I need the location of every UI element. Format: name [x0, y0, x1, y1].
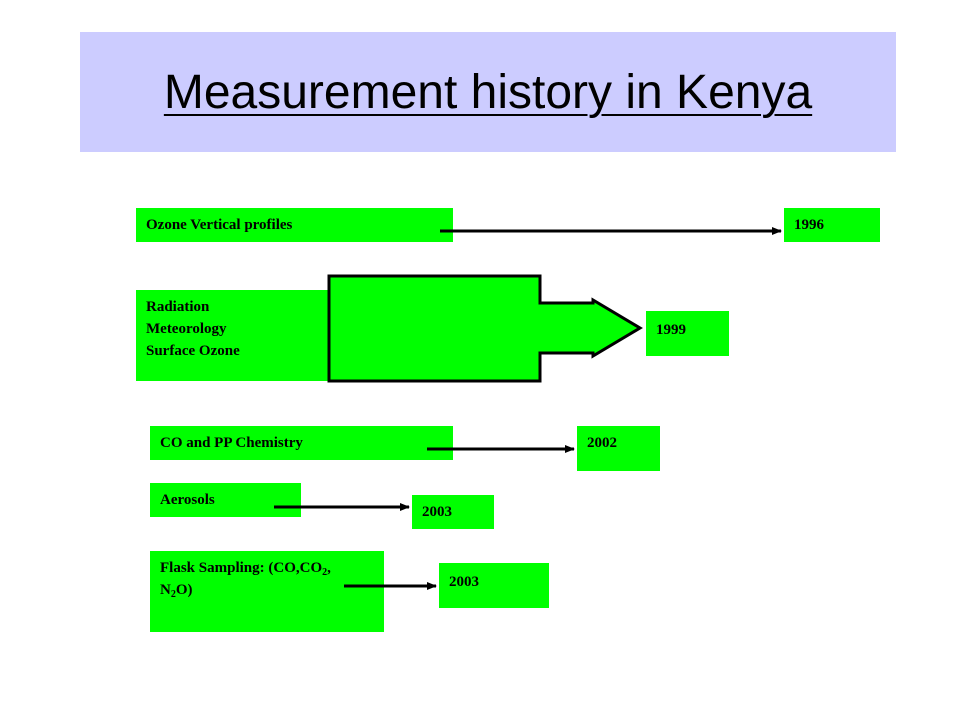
surface-ozone-label: Surface Ozone — [146, 343, 240, 359]
aerosols-box: Aerosols — [150, 483, 301, 517]
ozone-vertical-profiles-label: Ozone Vertical profiles — [146, 217, 293, 233]
flask-sampling-comma: , — [327, 560, 331, 576]
aerosols-label: Aerosols — [160, 492, 215, 508]
year-1999-box: 1999 — [646, 311, 729, 356]
radiation-label: Radiation — [146, 299, 210, 315]
flask-sampling-prefix: Flask Sampling: (CO,CO — [160, 560, 323, 576]
co2-subscript: 2 — [322, 567, 328, 578]
title-band: Measurement history in Kenya — [80, 32, 896, 152]
flask-sampling-box: Flask Sampling: (CO,CO2, N2O) — [150, 551, 384, 632]
n2o-suffix: O) — [175, 582, 193, 598]
co-pp-chemistry-box: CO and PP Chemistry — [150, 426, 453, 460]
flask-sampling-label: Flask Sampling: (CO,CO2, — [160, 557, 384, 579]
year-1996-box: 1996 — [784, 208, 880, 242]
block-arrow-radiation — [327, 274, 643, 383]
year-2003-aerosols-label: 2003 — [422, 504, 452, 520]
meteorology-label: Meteorology — [146, 321, 227, 337]
year-2003-flask-box: 2003 — [439, 563, 549, 608]
co-pp-chemistry-label: CO and PP Chemistry — [160, 435, 303, 451]
year-2002-box: 2002 — [577, 426, 660, 471]
radiation-meteorology-surface-ozone-box: Radiation Meteorology Surface Ozone — [136, 290, 336, 381]
flask-sampling-label-line2: N2O) — [160, 579, 384, 601]
year-1999-label: 1999 — [656, 322, 686, 338]
ozone-vertical-profiles-box: Ozone Vertical profiles — [136, 208, 453, 242]
year-2002-label: 2002 — [587, 435, 617, 451]
n2o-subscript: 2 — [170, 589, 176, 600]
year-2003-aerosols-box: 2003 — [412, 495, 494, 529]
n2o-prefix: N — [160, 582, 171, 598]
page-title: Measurement history in Kenya — [163, 65, 813, 119]
year-2003-flask-label: 2003 — [449, 574, 479, 590]
year-1996-label: 1996 — [794, 217, 824, 233]
